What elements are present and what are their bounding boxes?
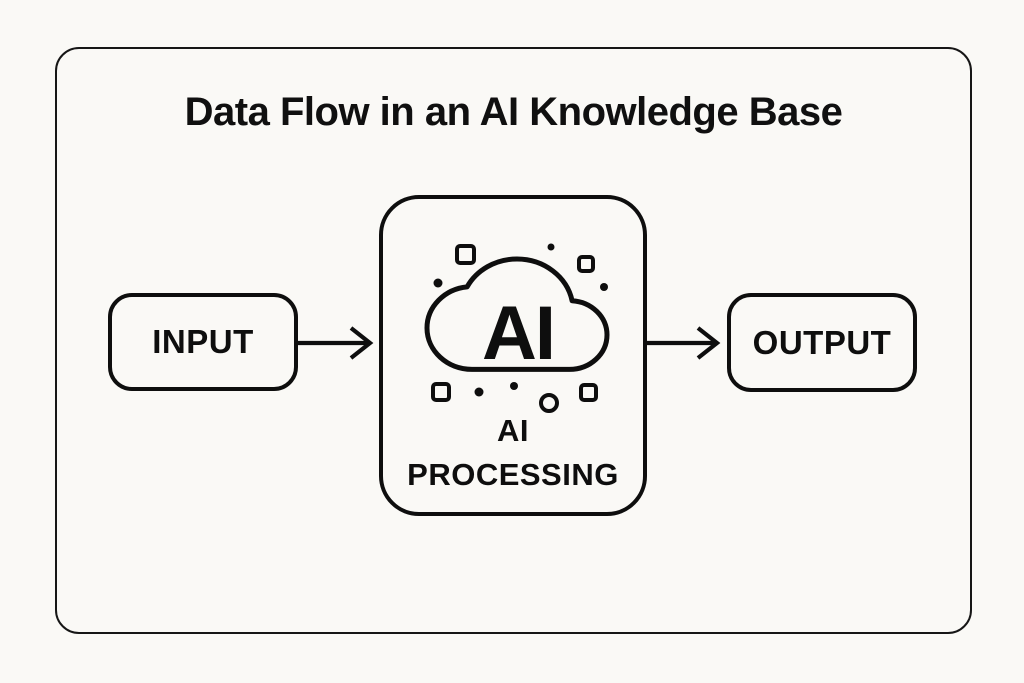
arrow-right-icon-input-to-processing (297, 326, 374, 360)
arrow-right-icon-processing-to-output (644, 326, 721, 360)
node-ai-processing-label: AI PROCESSING (407, 413, 619, 493)
ai-cloud-icon: AI (424, 243, 610, 413)
node-input: INPUT (108, 293, 298, 391)
node-output: OUTPUT (727, 293, 917, 392)
sparkle-dots (433, 243, 608, 397)
sparkle-decorations (431, 244, 598, 413)
node-input-label: INPUT (152, 323, 254, 360)
diagram-title: Data Flow in an AI Knowledge Base (184, 90, 843, 134)
cloud-ai-label: AI (482, 291, 554, 376)
cloud-shape (424, 256, 610, 372)
node-ai-processing: AI AI PROCESSING (379, 195, 647, 516)
node-output-label: OUTPUT (752, 323, 892, 361)
